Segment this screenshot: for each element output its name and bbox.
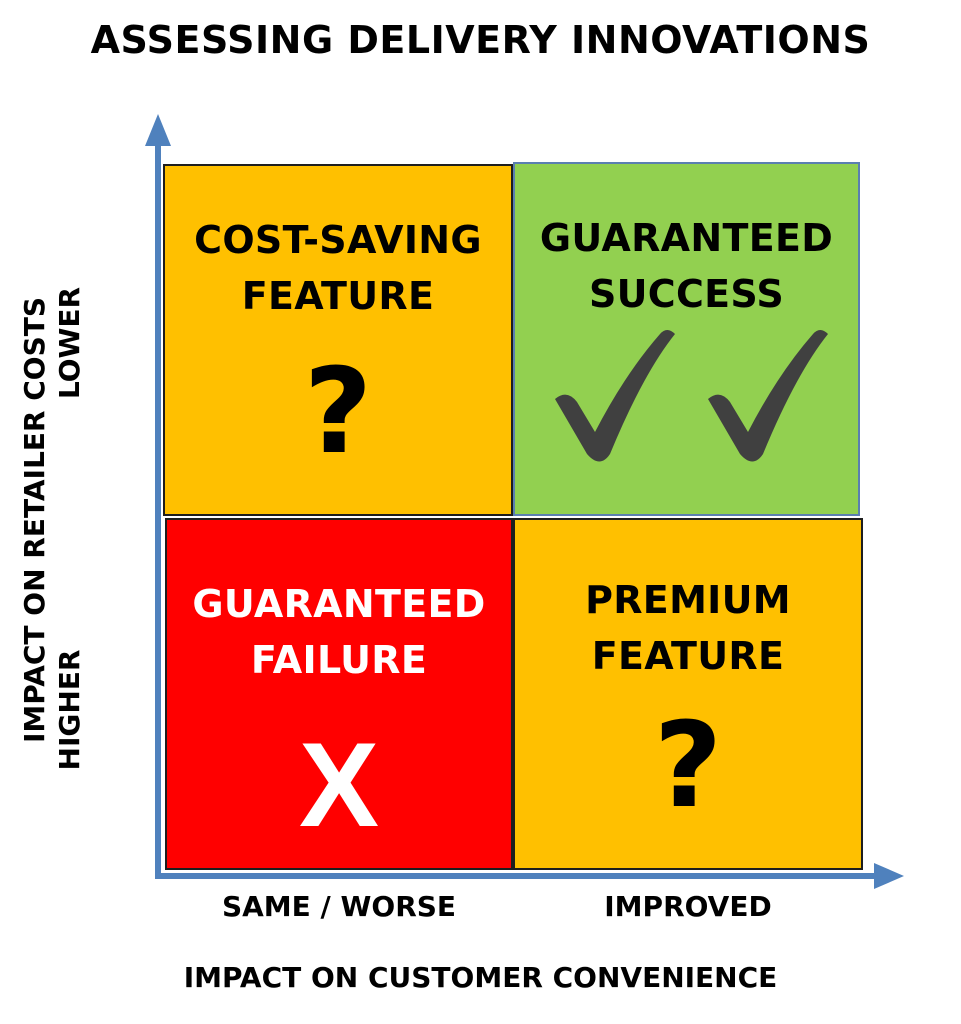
quadrant-title-line2: FEATURE: [591, 634, 785, 678]
quadrant-title-line1: COST-SAVING: [194, 218, 482, 262]
quadrant-title-line1: GUARANTEED: [539, 216, 834, 260]
x-tick-improved: IMPROVED: [604, 890, 772, 923]
quadrant-title-line1: PREMIUM: [585, 578, 791, 622]
quadrant-title: GUARANTEED FAILURE: [167, 576, 511, 688]
question-mark-icon: ?: [653, 696, 723, 834]
quadrant-title: COST-SAVING FEATURE: [165, 212, 511, 324]
check-mark-icon: [555, 330, 675, 462]
y-tick-higher: HIGHER: [53, 649, 86, 771]
y-axis-label: IMPACT ON RETAILER COSTS: [18, 296, 51, 744]
quadrant-title: PREMIUM FEATURE: [515, 572, 861, 684]
y-axis-arrow-icon: [145, 114, 171, 146]
x-axis-arrow-icon: [874, 863, 904, 889]
quadrant-title: GUARANTEED SUCCESS: [515, 210, 858, 322]
quadrant-title-line2: FAILURE: [250, 638, 428, 682]
check-mark-icon: [708, 330, 828, 462]
quadrant-title-line2: FEATURE: [241, 274, 435, 318]
diagram-title: ASSESSING DELIVERY INNOVATIONS: [90, 18, 871, 62]
question-mark-icon: ?: [303, 342, 373, 480]
quadrant-guaranteed-failure: GUARANTEED FAILURE X: [165, 518, 513, 870]
double-check-icon: [555, 330, 828, 462]
quadrant-premium-feature: PREMIUM FEATURE ?: [513, 518, 863, 870]
x-tick-same-worse: SAME / WORSE: [221, 890, 457, 923]
quadrant-title-line2: SUCCESS: [588, 272, 785, 316]
x-mark-icon: X: [298, 718, 380, 852]
quadrant-guaranteed-success: GUARANTEED SUCCESS: [513, 162, 860, 516]
quadrant-title-line1: GUARANTEED: [192, 582, 486, 626]
x-axis-label: IMPACT ON CUSTOMER CONVENIENCE: [183, 961, 778, 994]
y-tick-lower: LOWER: [53, 286, 86, 400]
quadrant-cost-saving-feature: COST-SAVING FEATURE ?: [163, 164, 513, 516]
